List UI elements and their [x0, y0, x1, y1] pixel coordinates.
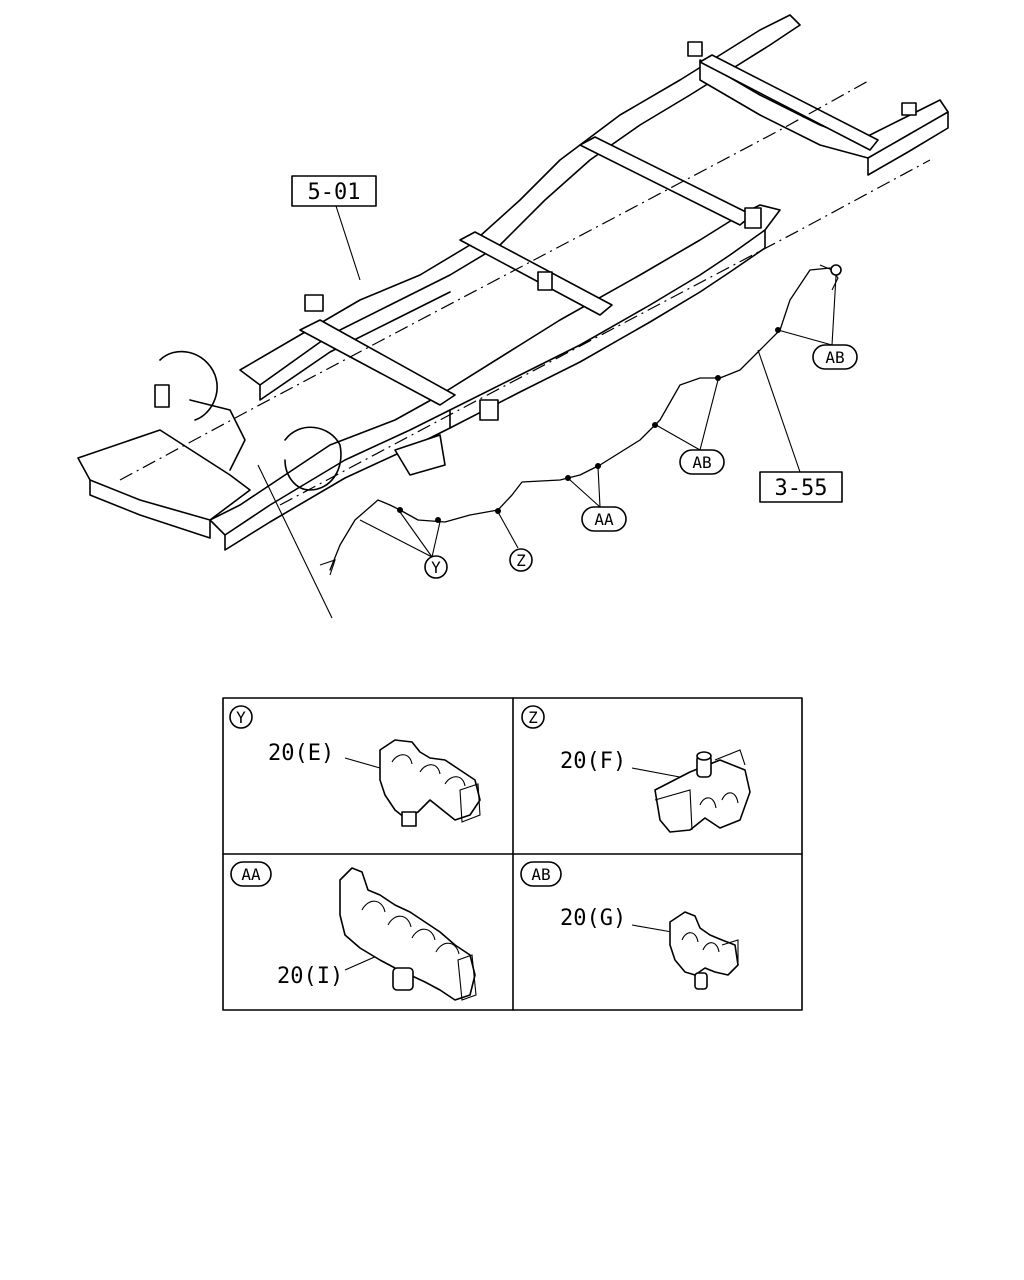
- marker-z-text: Z: [516, 551, 526, 570]
- detail-cell-ab: AB 20(G): [520, 861, 739, 990]
- clip-f-icon: [654, 749, 751, 833]
- clip-g-icon: [669, 911, 739, 990]
- detail-z-part-label: 20(F): [560, 749, 626, 774]
- detail-aa-part-label: 20(I): [277, 964, 343, 989]
- brake-pipe-drawing: [257, 264, 842, 619]
- marker-y: Y: [424, 555, 448, 579]
- detail-table: Y 20(E) Z 20(F): [222, 697, 803, 1011]
- detail-y-marker: Y: [236, 708, 246, 727]
- detail-cell-y: Y 20(E): [229, 705, 481, 827]
- marker-z: Z: [509, 548, 533, 572]
- clip-i-icon: [339, 867, 477, 1001]
- detail-cell-aa: AA 20(I): [230, 861, 477, 1001]
- callout-frame-ref: 5-01: [291, 175, 377, 207]
- detail-cell-z: Z 20(F): [521, 705, 751, 833]
- clip-e-icon: [379, 739, 481, 827]
- marker-ab-upper-text: AB: [825, 348, 844, 367]
- marker-ab-lower: AB: [679, 449, 725, 475]
- marker-y-text: Y: [431, 558, 441, 577]
- detail-ab-marker: AB: [531, 865, 550, 884]
- callout-pipe-ref-text: 3-55: [775, 476, 828, 501]
- marker-aa-text: AA: [594, 510, 614, 529]
- marker-ab-lower-text: AB: [692, 453, 711, 472]
- detail-y-part-label: 20(E): [268, 741, 334, 766]
- detail-ab-part-label: 20(G): [560, 906, 626, 931]
- leader-lines: [335, 205, 837, 558]
- callout-frame-ref-text: 5-01: [308, 180, 361, 205]
- detail-aa-marker: AA: [241, 865, 261, 884]
- chassis-frame-drawing: [77, 14, 949, 551]
- callout-pipe-ref: 3-55: [759, 471, 843, 503]
- marker-ab-upper: AB: [812, 344, 858, 370]
- detail-z-marker: Z: [528, 708, 538, 727]
- marker-aa: AA: [581, 506, 627, 532]
